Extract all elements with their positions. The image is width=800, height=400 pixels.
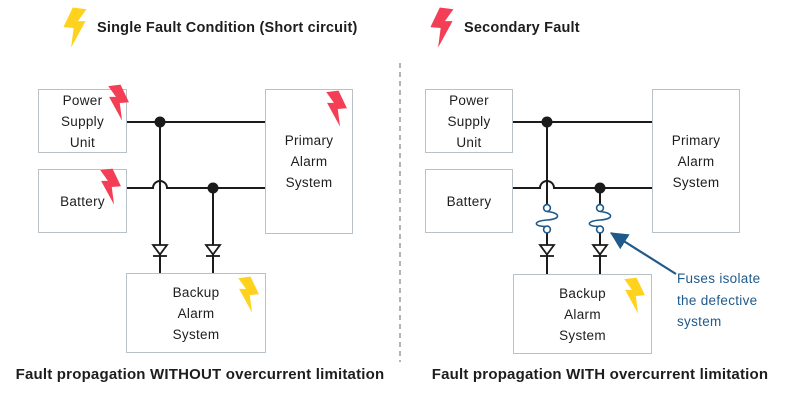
lightning-bolt-icon: [430, 7, 454, 48]
box-power-supply-unit: Power Supply Unit: [38, 84, 129, 153]
right-wiring: [513, 116, 677, 275]
junction-dot: [594, 182, 606, 194]
fuse-icon: [535, 203, 559, 234]
caption-with-limitation: Fault propagation WITH overcurrent limit…: [431, 366, 769, 383]
annotation-arrow: [610, 232, 677, 275]
box-primary-alarm-system: Primary Alarm System: [652, 89, 740, 233]
box-label: Battery: [60, 193, 105, 209]
lightning-bolt-icon: [63, 7, 87, 48]
diode-icon: [538, 244, 556, 257]
box-backup-alarm-system: Backup Alarm System: [513, 274, 652, 354]
box-label: Backup Alarm System: [559, 285, 606, 343]
fuse-annotation: Fuses isolate the defective system: [677, 271, 761, 329]
box-label: Battery: [446, 193, 492, 209]
fuse-icon: [588, 203, 612, 234]
red-fault-bolt-icon: [326, 90, 347, 127]
legend-label: Secondary Fault: [464, 20, 580, 36]
left-wiring: [127, 116, 265, 273]
box-label: Primary Alarm System: [671, 132, 721, 190]
junction-dot: [207, 182, 219, 194]
box-power-supply-unit: Power Supply Unit: [425, 89, 513, 153]
legend-label: Single Fault Condition (Short circuit): [97, 20, 358, 36]
box-backup-alarm-system: Backup Alarm System: [126, 273, 266, 353]
yellow-fault-bolt-icon: [238, 276, 259, 313]
diode-icon: [204, 244, 222, 257]
legend-secondary-fault: Secondary Fault: [427, 7, 580, 49]
box-label: Power Supply Unit: [60, 92, 105, 150]
junction-dot: [541, 116, 553, 128]
caption-without-limitation: Fault propagation WITHOUT overcurrent li…: [15, 366, 385, 383]
diode-icon: [591, 244, 609, 257]
box-battery: Battery: [425, 169, 513, 233]
junction-dot: [154, 116, 166, 128]
box-battery: Battery: [38, 168, 127, 233]
legend-single-fault: Single Fault Condition (Short circuit): [60, 7, 358, 49]
diode-icon: [151, 244, 169, 257]
box-primary-alarm-system: Primary Alarm System: [265, 89, 353, 234]
box-label: Primary Alarm System: [284, 133, 334, 190]
box-label: Backup Alarm System: [172, 284, 220, 342]
yellow-fault-bolt-icon: [624, 277, 645, 314]
box-label: Power Supply Unit: [447, 92, 491, 150]
